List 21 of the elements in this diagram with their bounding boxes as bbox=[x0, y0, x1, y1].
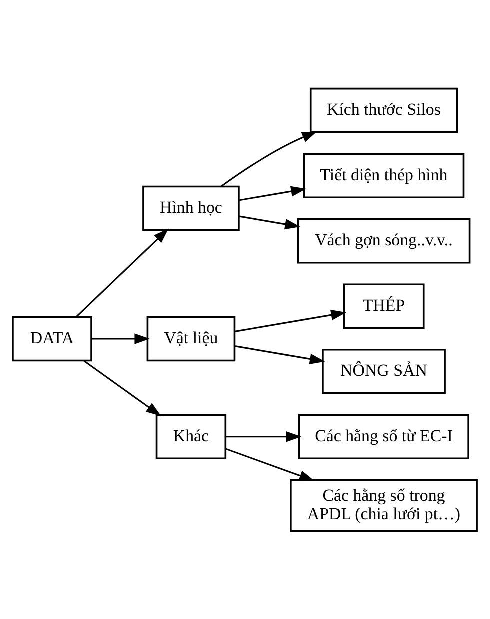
node-box: Khác bbox=[156, 414, 227, 460]
arrow bbox=[221, 131, 318, 187]
node-box: Vật liệu bbox=[146, 316, 236, 362]
node-box: Hình học bbox=[142, 185, 240, 231]
arrow bbox=[84, 360, 162, 416]
arrow bbox=[226, 431, 302, 442]
node-box: Kích thước Silos bbox=[310, 87, 458, 133]
arrow bbox=[235, 309, 346, 332]
node-box: NÔNG SẢN bbox=[322, 348, 446, 394]
arrow bbox=[238, 215, 300, 230]
node-box: DATA bbox=[12, 316, 92, 362]
arrow bbox=[76, 228, 169, 318]
arrow bbox=[238, 186, 306, 201]
node-box: THÉP bbox=[343, 283, 425, 329]
node-box: Các hằng số trong APDL (chia lưới pt…) bbox=[290, 479, 478, 532]
arrow bbox=[226, 448, 315, 481]
arrow bbox=[92, 333, 150, 344]
node-box: Vách gợn sóng..v.v.. bbox=[297, 218, 471, 264]
node-box: Các hằng số từ EC-I bbox=[298, 414, 470, 460]
node-box: Tiết diện thép hình bbox=[303, 152, 465, 198]
arrow bbox=[235, 345, 326, 364]
